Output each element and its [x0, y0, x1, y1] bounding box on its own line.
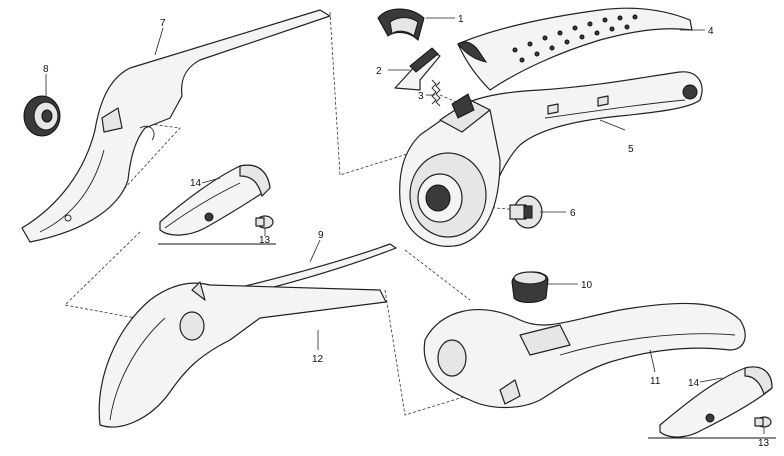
callout-8: 8: [43, 64, 49, 75]
callout-14-right: 14: [688, 378, 700, 389]
grip-cover-part-14-left: [159, 164, 271, 236]
grip-cover-part-14-right: [659, 366, 773, 438]
callout-6: 6: [570, 208, 576, 219]
callout-5: 5: [628, 144, 634, 155]
callout-9: 9: [318, 230, 324, 241]
bracket-part-2: [394, 47, 441, 91]
callout-7: 7: [160, 18, 166, 29]
screw-part-13-right: [754, 416, 772, 428]
spring-part-3: [431, 79, 441, 107]
callout-labels: 1 2 3 4 5 6 7 8 9 10 11 12 13 14 13 14: [43, 14, 770, 449]
bolt-part-6: [509, 195, 543, 229]
callout-11: 11: [650, 376, 661, 387]
callout-1: 1: [458, 14, 464, 25]
callout-4: 4: [708, 26, 714, 37]
cap-nut-part-10: [511, 271, 549, 303]
lower-handle-part-11: [423, 302, 746, 409]
lower-blade-part-12: [98, 281, 387, 428]
callout-3: 3: [418, 91, 424, 102]
callout-14-left: 14: [190, 178, 202, 189]
callout-13-right: 13: [758, 438, 770, 449]
grip-part-4: [457, 7, 693, 91]
callout-10: 10: [581, 280, 593, 291]
pivot-housing: [399, 93, 501, 247]
leader-lines: [45, 17, 765, 434]
callout-2: 2: [376, 66, 382, 77]
upper-blade-part-7: [21, 9, 331, 243]
cap-part-1: [377, 8, 425, 41]
screw-part-13-left: [204, 212, 274, 229]
nut-part-8: [23, 95, 61, 137]
callout-13-left: 13: [259, 235, 271, 246]
callout-12: 12: [312, 354, 324, 365]
